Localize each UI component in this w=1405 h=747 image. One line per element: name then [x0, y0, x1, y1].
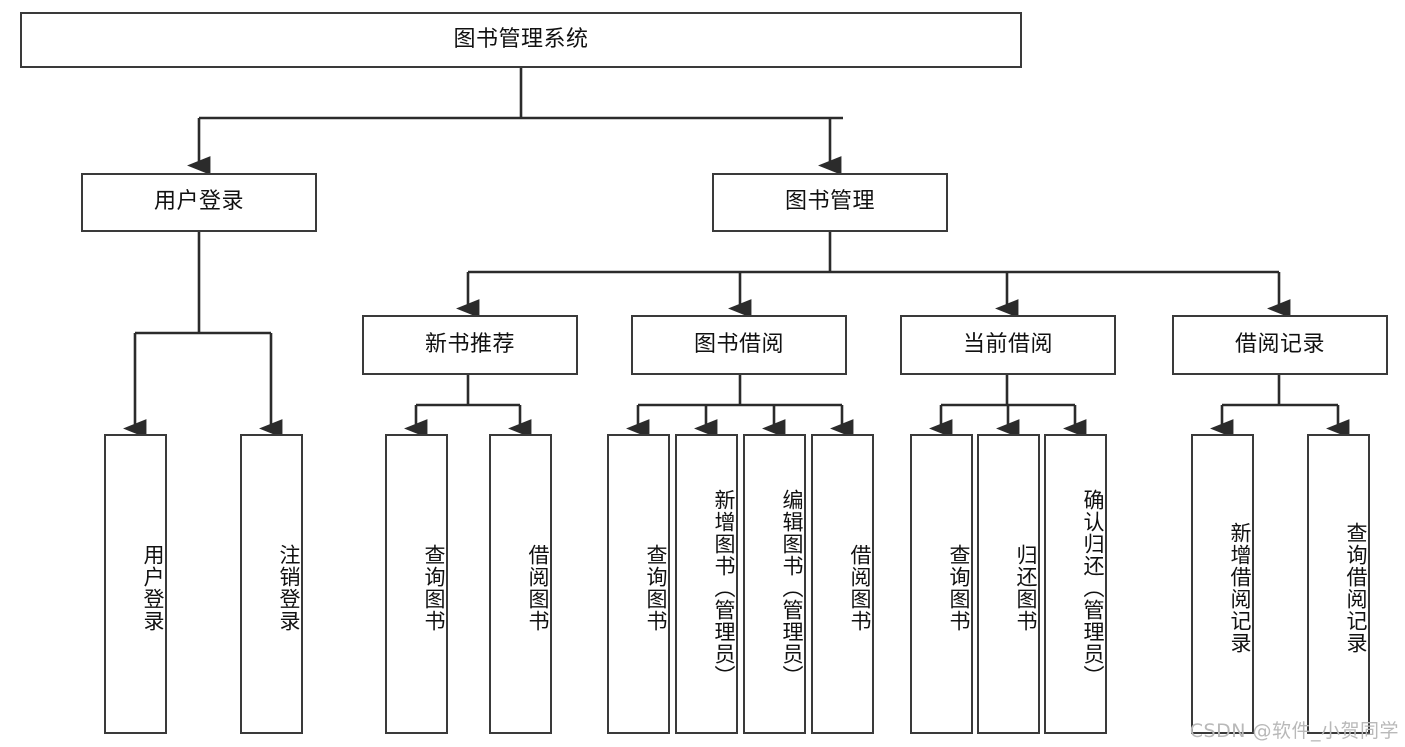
node-user-login-label: 用户登录: [153, 189, 244, 215]
node-leaf-confirm-return[interactable]: 确认归还（管理员）: [1044, 434, 1107, 734]
node-leaf-add-book-label: 新增图书（管理员）: [712, 489, 736, 687]
node-leaf-query-book-2-label: 查询图书: [644, 544, 668, 632]
node-current-borrow-label: 当前借阅: [962, 331, 1053, 357]
node-borrow-record[interactable]: 借阅记录: [1172, 315, 1388, 375]
node-leaf-query-book-3-label: 查询图书: [947, 544, 971, 632]
node-leaf-add-book[interactable]: 新增图书（管理员）: [675, 434, 738, 734]
node-root[interactable]: 图书管理系统: [20, 12, 1022, 68]
node-leaf-query-book-1-label: 查询图书: [422, 544, 446, 632]
node-book-manage-label: 图书管理: [784, 189, 875, 215]
node-book-borrow[interactable]: 图书借阅: [631, 315, 847, 375]
node-root-label: 图书管理系统: [453, 26, 589, 52]
node-book-borrow-label: 图书借阅: [693, 331, 784, 357]
node-leaf-edit-book[interactable]: 编辑图书（管理员）: [743, 434, 806, 734]
csdn-watermark: CSDN @软件_小贺同学: [1189, 720, 1399, 742]
node-leaf-user-logout[interactable]: 注销登录: [240, 434, 303, 734]
node-current-borrow[interactable]: 当前借阅: [900, 315, 1116, 375]
node-leaf-user-login[interactable]: 用户登录: [104, 434, 167, 734]
node-new-book-rec[interactable]: 新书推荐: [362, 315, 578, 375]
node-leaf-query-record[interactable]: 查询借阅记录: [1307, 434, 1370, 734]
node-book-manage[interactable]: 图书管理: [712, 173, 948, 232]
node-leaf-add-record-label: 新增借阅记录: [1228, 522, 1252, 654]
node-new-book-rec-label: 新书推荐: [424, 331, 515, 357]
node-leaf-edit-book-label: 编辑图书（管理员）: [780, 489, 804, 687]
node-leaf-query-book-1[interactable]: 查询图书: [385, 434, 448, 734]
node-leaf-borrow-book-1-label: 借阅图书: [526, 544, 550, 632]
node-leaf-query-book-3[interactable]: 查询图书: [910, 434, 973, 734]
node-leaf-borrow-book-2[interactable]: 借阅图书: [811, 434, 874, 734]
node-leaf-user-logout-label: 注销登录: [277, 544, 301, 632]
node-leaf-user-login-label: 用户登录: [141, 544, 165, 632]
node-leaf-borrow-book-1[interactable]: 借阅图书: [489, 434, 552, 734]
node-user-login[interactable]: 用户登录: [81, 173, 317, 232]
node-leaf-add-record[interactable]: 新增借阅记录: [1191, 434, 1254, 734]
node-leaf-borrow-book-2-label: 借阅图书: [848, 544, 872, 632]
node-borrow-record-label: 借阅记录: [1234, 331, 1325, 357]
node-leaf-query-record-label: 查询借阅记录: [1344, 522, 1368, 654]
node-leaf-return-book-label: 归还图书: [1014, 544, 1038, 632]
node-leaf-return-book[interactable]: 归还图书: [977, 434, 1040, 734]
node-leaf-query-book-2[interactable]: 查询图书: [607, 434, 670, 734]
node-leaf-confirm-return-label: 确认归还（管理员）: [1081, 489, 1105, 687]
